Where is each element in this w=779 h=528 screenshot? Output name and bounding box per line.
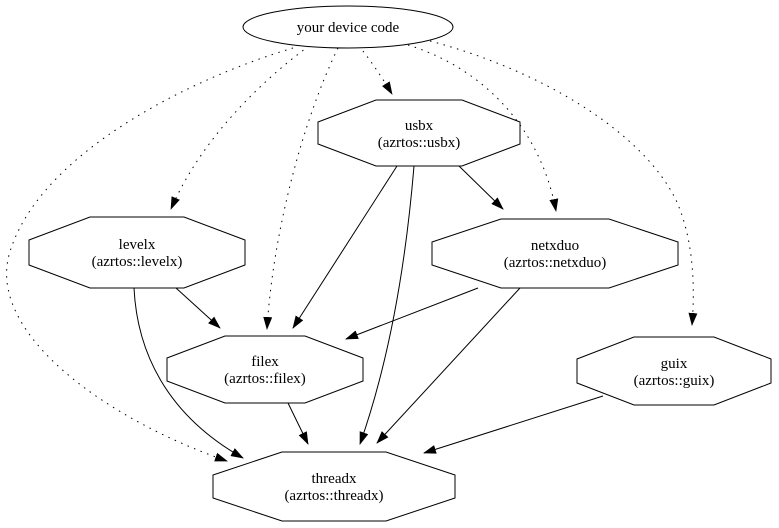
octagon-shape [28,216,246,289]
edge-netxduo-threadx [376,287,521,444]
edge-levelx-threadx [133,287,244,459]
edge-netxduo-filex [345,287,479,340]
octagon-shape [212,451,456,522]
edge-group-solid [133,165,604,459]
edge-levelx-filex [175,287,221,329]
node-levelx-label: levelx [119,237,156,253]
node-usbx-sublabel: (azrtos::usbx) [378,135,460,151]
node-netxduo: netxduo (azrtos::netxduo) [431,218,679,289]
node-usbx: usbx (azrtos::usbx) [317,99,521,167]
node-usbx-label: usbx [405,118,434,134]
node-threadx-sublabel: (azrtos::threadx) [284,488,383,504]
node-netxduo-sublabel: (azrtos::netxduo) [504,255,606,271]
node-guix-sublabel: (azrtos::guix) [634,373,715,389]
node-device-code-label: your device code [297,20,400,36]
node-netxduo-label: netxduo [531,238,579,254]
octagon-shape [431,218,679,289]
node-guix-label: guix [661,356,688,372]
edge-filex-threadx [287,402,309,445]
edge-guix-threadx [423,395,604,454]
edge-device-usbx [362,50,393,95]
node-filex-label: filex [251,354,279,370]
node-threadx-label: threadx [312,471,357,487]
node-levelx: levelx (azrtos::levelx) [28,216,246,289]
edge-device-filex [263,47,339,330]
octagon-shape [576,336,772,406]
node-threadx: threadx (azrtos::threadx) [212,451,456,522]
node-device-code: your device code [242,5,454,49]
edge-group-dotted [6,40,698,462]
edge-device-guix [429,40,698,326]
node-filex: filex (azrtos::filex) [166,335,364,404]
edge-usbx-netxduo [458,165,504,210]
node-guix: guix (azrtos::guix) [576,336,772,406]
node-filex-sublabel: (azrtos::filex) [224,371,306,387]
edge-device-levelx [170,45,310,210]
octagon-shape [166,335,364,404]
edge-usbx-filex [292,165,398,329]
edge-device-netxduo [407,44,559,212]
edge-usbx-threadx [359,165,415,445]
ellipse-shape [242,5,454,49]
octagon-shape [317,99,521,167]
node-levelx-sublabel: (azrtos::levelx) [92,254,183,270]
